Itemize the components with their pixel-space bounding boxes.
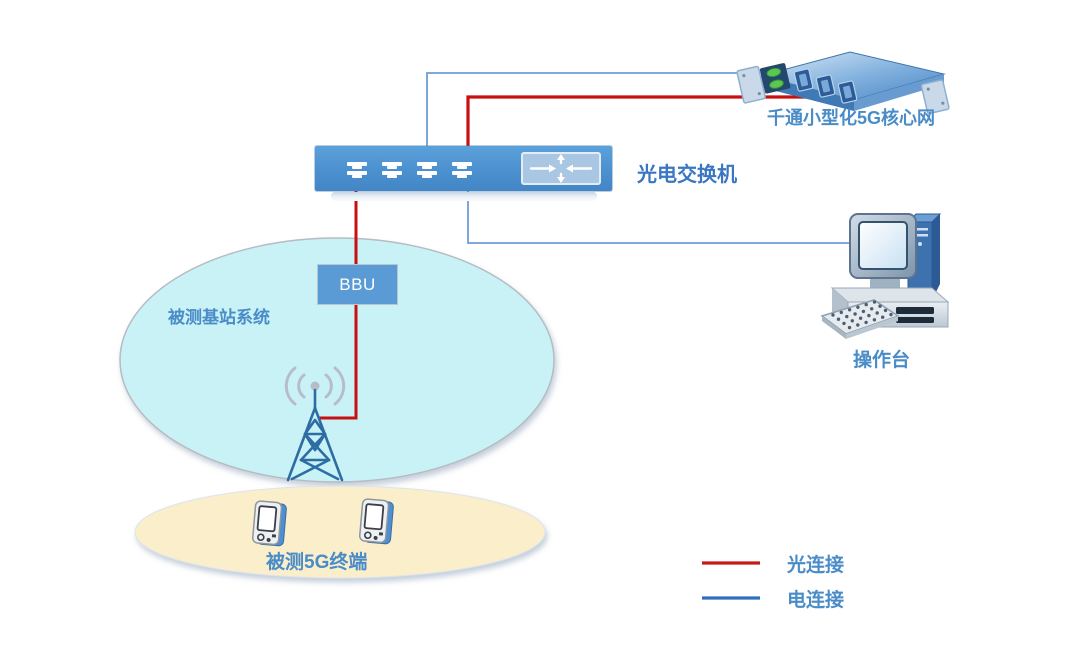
switch-node: [315, 146, 612, 191]
port-icon: [382, 161, 402, 178]
base-station-ellipse: [119, 237, 555, 483]
legend-item-optical: 光连接: [700, 551, 845, 576]
legend: 光连接 电连接: [700, 551, 844, 621]
electrical-link-switch-core: [426, 72, 748, 150]
radio-tower-icon: [284, 366, 346, 482]
base-station-group-label: 被测基站系统: [168, 308, 270, 327]
optical-line-swatch: [702, 561, 760, 565]
legend-optical-label: 光连接: [787, 554, 845, 576]
switch-label: 光电交换机: [637, 164, 737, 186]
legend-electrical-label: 电连接: [787, 589, 845, 611]
ue-group-label: 被测5G终端: [266, 552, 368, 573]
console-label: 操作台: [853, 350, 911, 371]
ue-ellipse: [134, 485, 546, 579]
mobile-phone-icon: [251, 499, 288, 548]
port-icon: [452, 161, 472, 178]
desktop-computer-icon: [820, 213, 950, 339]
bbu-node: BBU: [317, 264, 398, 305]
switch-ports: [345, 159, 474, 179]
core-network-label: 千通小型化5G核心网: [766, 108, 935, 128]
legend-item-electrical: 电连接: [700, 586, 845, 611]
electrical-link-switch-console: [467, 188, 852, 244]
rack-server-icon: [736, 51, 950, 115]
mobile-phone-icon: [358, 497, 395, 546]
optical-link-switch-core: [466, 95, 810, 150]
switch-base-shadow: [331, 192, 597, 201]
electrical-line-swatch: [702, 596, 760, 600]
crossover-arrows-icon: [521, 152, 601, 185]
bbu-label: BBU: [339, 274, 376, 294]
port-icon: [347, 161, 367, 178]
port-icon: [417, 161, 437, 178]
